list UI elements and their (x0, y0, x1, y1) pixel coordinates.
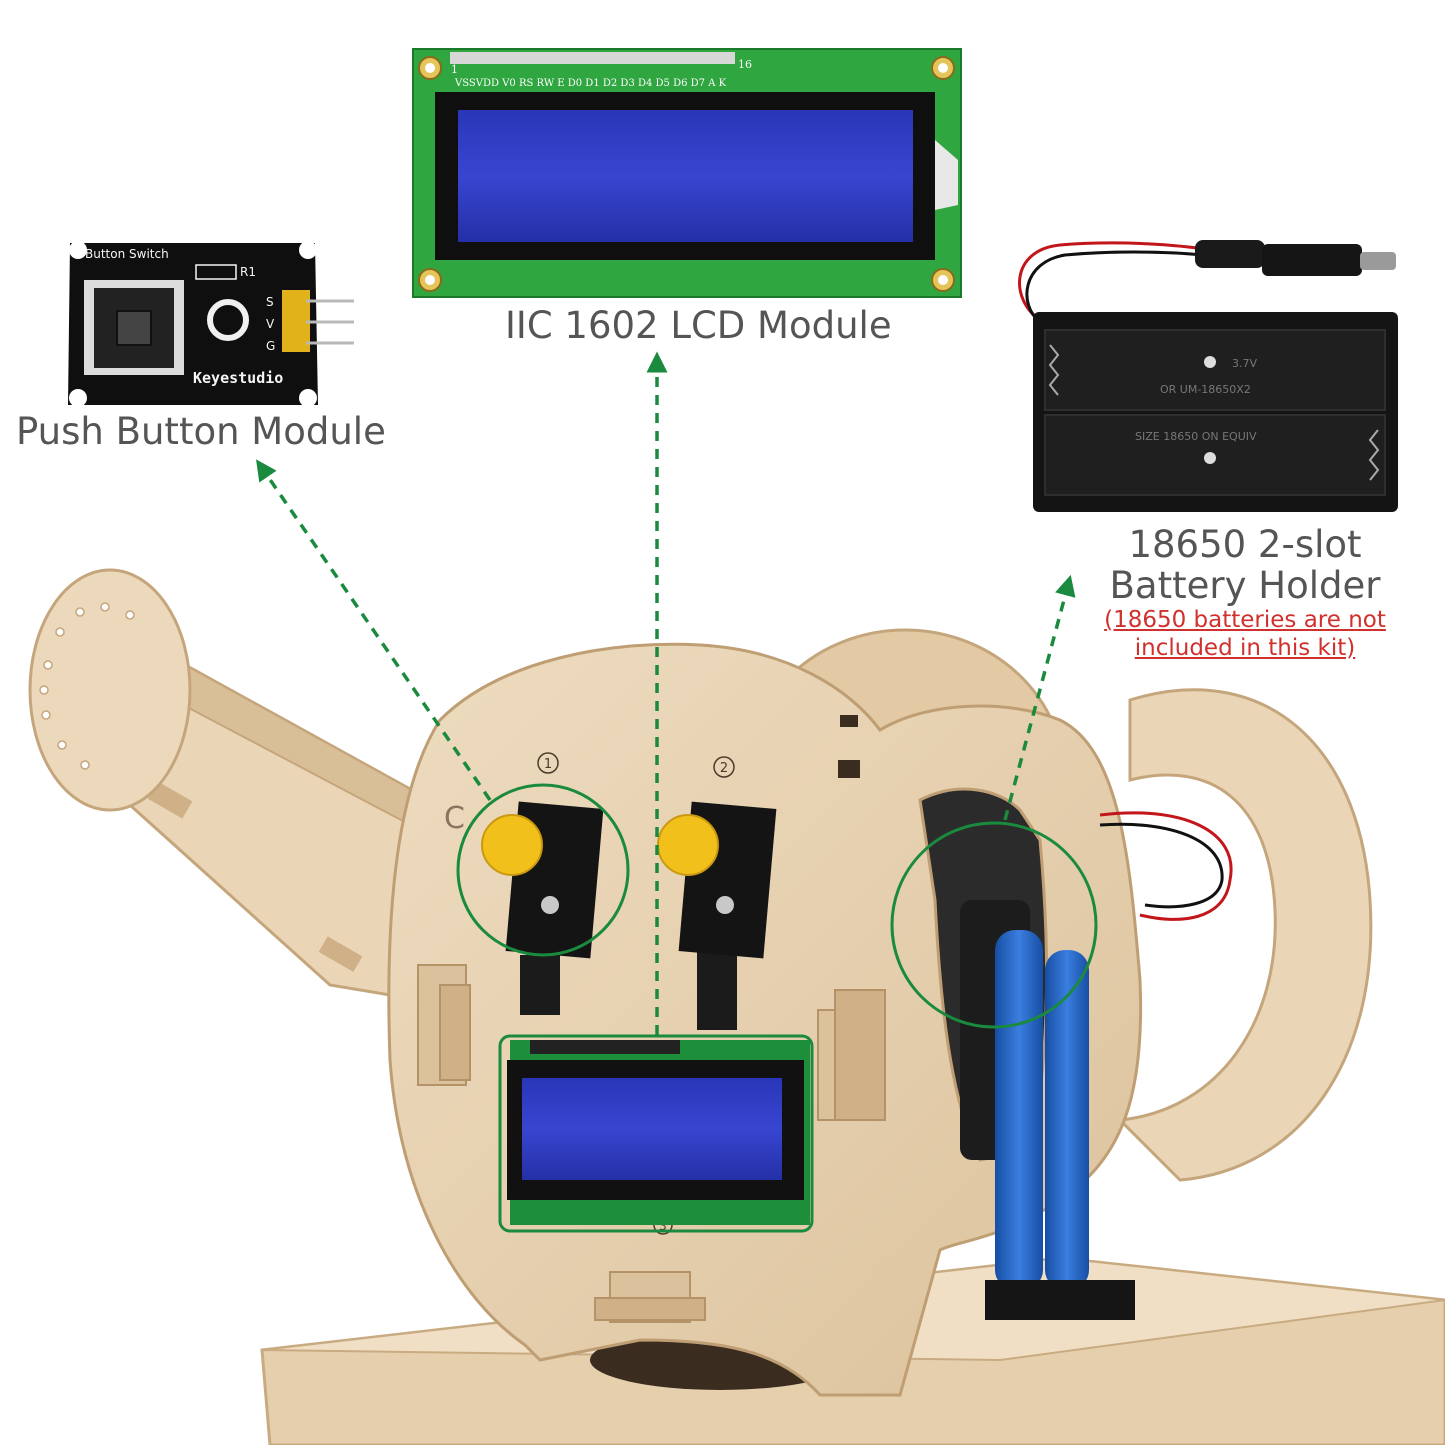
lcd-module-image: 1 16 VSSVDD V0 RS RW E D0 D1 D2 D3 D4 D5… (412, 48, 962, 298)
arrow-to-battery-holder (1003, 574, 1076, 821)
lcd-pin-first: 1 (451, 63, 458, 76)
battery-spec-1: OR UM-18650X2 (1160, 383, 1251, 396)
lcd-module-label: IIC 1602 LCD Module (505, 304, 892, 347)
wooden-arm (28, 568, 432, 1002)
installed-batteries (960, 900, 1135, 1320)
marker-c: C (444, 801, 465, 836)
button-module-brand: Keyestudio (193, 369, 283, 387)
marker-1: 1 (544, 757, 552, 772)
battery-highlight-circle (890, 821, 1098, 1029)
lcd-pin-row: VSSVDD V0 RS RW E D0 D1 D2 D3 D4 D5 D6 D… (454, 78, 727, 89)
push-button-module-image: Button Switch R1 Keyestudio S V G (68, 241, 354, 407)
button-module-resistor: R1 (240, 265, 256, 279)
battery-not-included-note: (18650 batteries are not included in thi… (1104, 607, 1386, 661)
battery-voltage: 3.7V (1232, 357, 1257, 370)
battery-spec-2: SIZE 18650 ON EQUIV (1135, 430, 1257, 443)
battery-holder-label-line1: 18650 2-slot (1128, 523, 1362, 566)
battery-holder-label-line2: Battery Holder (1109, 563, 1381, 607)
pin-label-v: V (266, 317, 275, 331)
wooden-handle (1116, 688, 1373, 1182)
wooden-assembly: 1 2 3 C (28, 568, 1445, 1445)
marker-3: 3 (659, 1219, 667, 1233)
pin-label-g: G (266, 339, 275, 353)
marker-2: 2 (720, 761, 728, 776)
arrow-to-button-module (256, 459, 492, 801)
installed-lcd (507, 1040, 810, 1225)
lcd-pin-last: 16 (738, 58, 752, 71)
battery-holder-image: 3.7V OR UM-18650X2 SIZE 18650 ON EQUIV (1018, 240, 1398, 512)
highlight-markers (456, 783, 1098, 1233)
lcd-highlight-box (498, 1034, 814, 1233)
installed-button-1 (481, 801, 604, 1015)
battery-holder-label: 18650 2-slot Battery Holder (1090, 523, 1400, 607)
arm-end-disc (28, 568, 192, 812)
pin-label-s: S (266, 295, 274, 309)
callout-arrows (256, 351, 1076, 1035)
installed-button-2 (657, 801, 777, 1030)
push-button-module-label: Push Button Module (16, 410, 386, 453)
button-module-title: Button Switch (85, 247, 169, 261)
button-highlight-circle (456, 783, 630, 957)
